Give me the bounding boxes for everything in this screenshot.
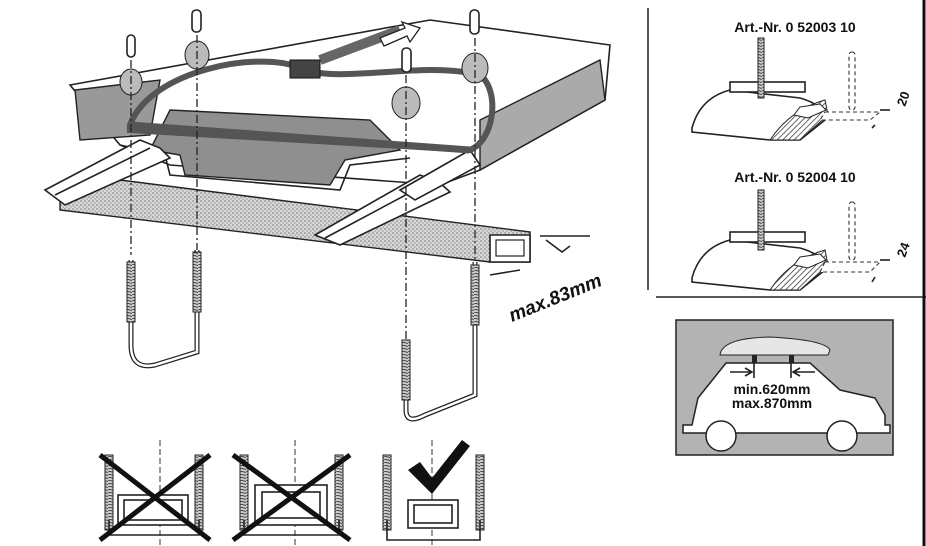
mounting-example-correct [382, 440, 485, 545]
strap [127, 20, 496, 154]
wheel-front [705, 420, 737, 452]
roof-bar [59, 179, 531, 263]
dimension-24: 24 [894, 240, 913, 259]
adapter-2: Art.-Nr. 0 52004 10 24 [691, 169, 913, 291]
mounting-example-wrong-1 [98, 440, 212, 545]
article-number-1: Art.-Nr. 0 52003 10 [734, 19, 856, 35]
mounting-example-wrong-2 [231, 440, 352, 545]
checkmark-icon [408, 440, 470, 494]
max-width-label: max.83mm [506, 270, 605, 326]
min-distance-label: min.620mm [733, 381, 810, 397]
max-distance-label: max.870mm [732, 395, 812, 411]
roof-box-icon [719, 336, 831, 356]
dimension-20: 20 [894, 89, 913, 108]
u-bolts [126, 250, 480, 422]
car-spacing-panel: min.620mm max.870mm [675, 319, 894, 456]
article-number-2: Art.-Nr. 0 52004 10 [734, 169, 856, 185]
axis-lines [130, 35, 476, 345]
cross-icon [98, 453, 212, 542]
car-silhouette [682, 362, 891, 434]
cross-icon [231, 452, 352, 543]
wheel-rear [826, 420, 858, 452]
mounting-claws [43, 139, 482, 246]
pull-arrow-icon [379, 20, 422, 47]
adapter-1: Art.-Nr. 0 52003 10 20 [691, 19, 913, 141]
strap-buckle [289, 59, 321, 79]
